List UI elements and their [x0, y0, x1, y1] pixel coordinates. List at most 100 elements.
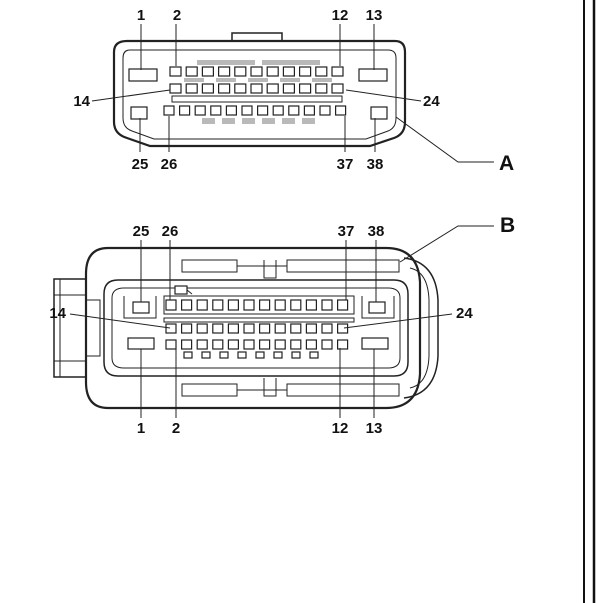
connector-b-cavity — [227, 323, 239, 334]
connector-a-label-13: 13 — [366, 7, 383, 24]
connector-b-cavity — [219, 351, 229, 359]
connector-a-shade — [222, 118, 235, 124]
connector-a-cavity — [234, 83, 247, 94]
connector-a-cavity — [288, 105, 300, 116]
connector-b-cavity — [305, 323, 317, 334]
connector-b-label-12: 12 — [332, 420, 349, 437]
connector-a-pin-38 — [370, 106, 388, 120]
connector-b-cavity — [201, 351, 211, 359]
connector-a-shade — [242, 118, 255, 124]
connector-a-cavity — [185, 83, 198, 94]
connector-b-cavity — [196, 299, 208, 311]
connector-a-cavity — [210, 105, 222, 116]
connector-b-labels: 25 26 37 38 14 24 1 2 12 13 B — [49, 214, 515, 437]
connector-b-cavity — [255, 351, 265, 359]
connector-a-label-24: 24 — [423, 93, 440, 110]
connector-b-label-1: 1 — [137, 420, 145, 437]
connector-a-cavity — [201, 83, 214, 94]
connector-b-cavity — [274, 339, 286, 350]
connector-a-cavity — [266, 83, 279, 94]
connector-a-label-26: 26 — [161, 156, 178, 173]
connector-b-leaders — [69, 225, 494, 418]
connector-a-cavity — [257, 105, 269, 116]
connector-a-shade — [312, 78, 332, 82]
connector-a-cavity — [315, 83, 328, 94]
connector-b-label-26: 26 — [162, 223, 179, 240]
connector-b-cavity — [259, 323, 271, 334]
connector-b-cavity — [212, 339, 224, 350]
connector-b-label-2: 2 — [172, 420, 180, 437]
connector-a-label-38: 38 — [367, 156, 384, 173]
connector-a-cavity — [185, 66, 198, 77]
connector-a-pin-13 — [358, 68, 388, 82]
connector-b-cavity — [259, 339, 271, 350]
connector-b-pin-rows — [165, 299, 349, 359]
connector-a-cavity — [266, 66, 279, 77]
connector-a-latch — [231, 32, 283, 41]
connector-a-cavity — [169, 66, 182, 77]
connector-a-cavity — [335, 105, 347, 116]
connector-a-cavity — [250, 66, 263, 77]
connector-a-cavity — [331, 83, 344, 94]
connector-a-cavity — [272, 105, 284, 116]
connector-b-cavity — [274, 323, 286, 334]
connector-b-cavity — [337, 299, 349, 311]
connector-b-label-25: 25 — [133, 223, 150, 240]
connector-b-callout-label: B — [500, 214, 515, 237]
connector-a-leaders — [91, 24, 494, 163]
connector-a-pin-25 — [130, 106, 148, 120]
connector-a-cavity — [282, 83, 295, 94]
connector-b-cavity — [196, 339, 208, 350]
connector-a-cavity — [163, 105, 175, 116]
connector-a-shade — [302, 118, 315, 124]
connector-a-shade — [202, 118, 215, 124]
connector-b-cavity — [212, 299, 224, 311]
connector-b-left-clip — [53, 278, 86, 378]
connector-b-key — [174, 285, 188, 295]
connector-a-cavity — [179, 105, 191, 116]
connector-a-cavity — [234, 66, 247, 77]
connector-a-callout-label: A — [499, 152, 514, 175]
connector-a-cavity — [201, 66, 214, 77]
connector-a-label-25: 25 — [132, 156, 149, 173]
connector-b-cavity — [165, 323, 177, 334]
connector-b-cavity — [259, 299, 271, 311]
connector-a-label-37: 37 — [337, 156, 354, 173]
connector-b-cavity — [243, 299, 255, 311]
connector-b-cavity — [290, 323, 302, 334]
connector-b-label-24: 24 — [456, 305, 473, 322]
connector-b-cavity — [337, 323, 349, 334]
connector-a-cavity — [299, 83, 312, 94]
connector-a-pin-rows — [163, 66, 347, 116]
connector-a-shade — [248, 78, 268, 82]
connector-a-shade — [262, 60, 320, 65]
connector-a-inner-rim — [122, 49, 397, 140]
connector-a-cavity — [315, 66, 328, 77]
connector-b-cavity — [165, 299, 177, 311]
connector-a-shade — [262, 118, 275, 124]
connector-a — [112, 32, 407, 148]
connector-b-pin-25 — [132, 301, 150, 314]
connector-a-cavity — [218, 83, 231, 94]
connector-b-pin-13 — [361, 337, 389, 350]
connector-b-inner-frame — [103, 279, 409, 377]
connector-a-shaded-keys — [184, 60, 332, 124]
connector-b-cavity — [227, 339, 239, 350]
connector-a-shade — [282, 118, 295, 124]
connector-b-cavity — [290, 299, 302, 311]
connector-b-cavity — [305, 299, 317, 311]
connector-b-cavity — [237, 351, 247, 359]
connector-b-cavity — [243, 339, 255, 350]
connector-a-label-1: 1 — [137, 7, 145, 24]
connector-b-cavity — [183, 351, 193, 359]
connector-b — [53, 246, 439, 410]
connector-b-cavity — [291, 351, 301, 359]
connector-b-label-14: 14 — [49, 305, 66, 322]
connector-a-separator — [171, 95, 343, 103]
connector-b-cavity — [227, 299, 239, 311]
connector-b-label-38: 38 — [368, 223, 385, 240]
connector-b-cavity — [181, 323, 193, 334]
connector-a-cavity — [282, 66, 295, 77]
connector-a-label-14: 14 — [73, 93, 90, 110]
